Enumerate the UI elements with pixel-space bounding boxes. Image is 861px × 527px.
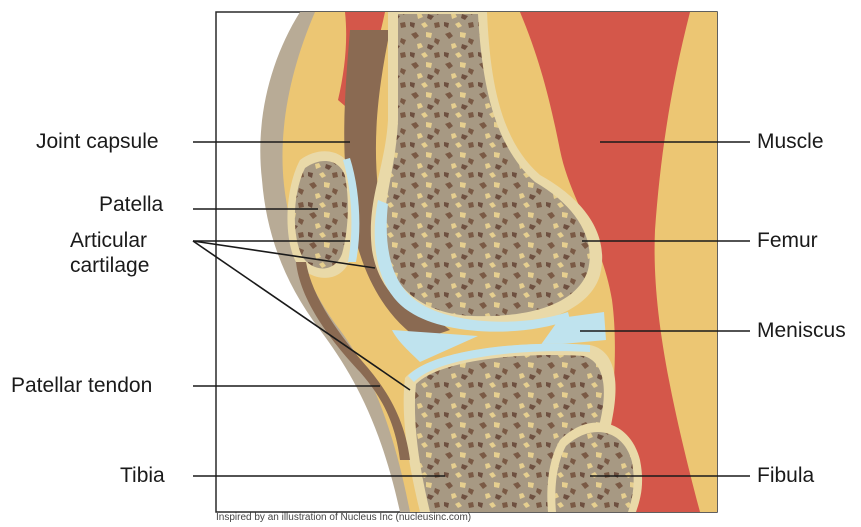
label-fibula: Fibula <box>757 464 814 488</box>
label-patella: Patella <box>99 193 163 217</box>
label-meniscus: Meniscus <box>757 319 846 343</box>
label-joint-capsule: Joint capsule <box>36 130 159 154</box>
label-articular-cartilage-line2: cartilage <box>70 254 149 278</box>
credit-text: Inspired by an illustration of Nucleus I… <box>216 512 471 523</box>
label-patellar-tendon: Patellar tendon <box>11 374 152 398</box>
label-muscle: Muscle <box>757 130 824 154</box>
label-tibia: Tibia <box>120 464 165 488</box>
patella-inner <box>295 161 348 268</box>
label-femur: Femur <box>757 229 818 253</box>
label-articular-cartilage-line1: Articular <box>70 229 147 253</box>
